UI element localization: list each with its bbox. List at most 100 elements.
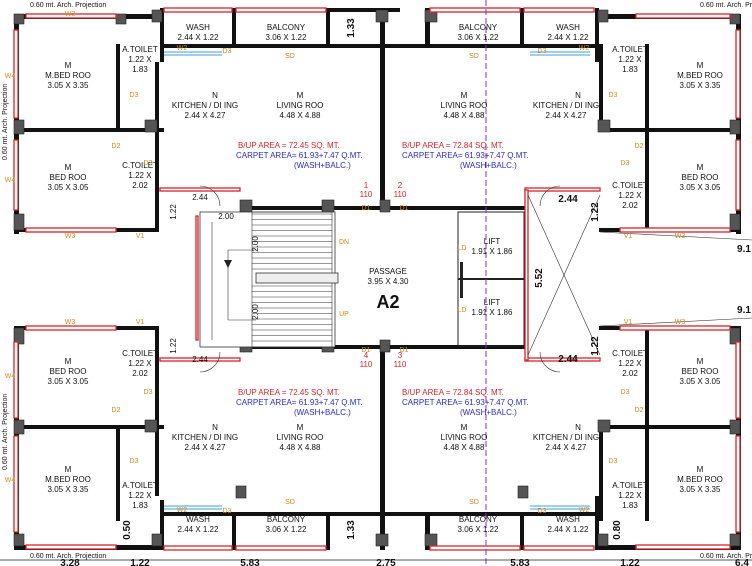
code-w2-b: W2 [579, 45, 590, 52]
room-size1-atoilet-ll: 1.22 X [128, 491, 152, 500]
room-size-bed-lr: 3.05 X 3.05 [680, 377, 721, 386]
code-v1-c: V1 [136, 319, 145, 326]
room-size2-ctoilet-ul: 2.02 [132, 181, 148, 190]
room-size-balcony-ur: 3.06 X 1.22 [458, 33, 499, 42]
code-w4-c: W4 [5, 373, 16, 380]
room-name1-mbed-ul: M [65, 61, 72, 70]
room-size2-ctoilet-lr: 2.02 [622, 369, 638, 378]
room-name2-mbed-ul: M.BED ROO [45, 71, 91, 80]
code-d3-j: D3 [609, 458, 618, 465]
code-d2-b: D2 [635, 143, 644, 150]
area-carpet-ul: CARPET AREA= 61.93+7.47 Q.MT. [236, 151, 363, 160]
code-w4-b: W4 [5, 177, 16, 184]
room-name-wash-lr: WASH [556, 515, 580, 524]
code-v1-a: V1 [136, 233, 145, 240]
dim-050: 0.50 [122, 520, 133, 540]
flat-num-4: 4 [364, 351, 369, 360]
area-bup-ur: B/UP AREA = 72.84 SQ. MT. [402, 141, 504, 150]
room-name2-living-ul: LIVING ROO [277, 101, 324, 110]
room-size-kitchen-ll: 2.44 X 4.27 [185, 443, 226, 452]
room-name2-living-lr: LIVING ROO [441, 433, 488, 442]
staircase [199, 211, 339, 348]
dim-122-upper-left: 1.22 [169, 204, 178, 220]
room-size-wash-ll: 2.44 X 1.22 [178, 525, 219, 534]
code-d3-a: D3 [223, 48, 232, 55]
room-size-living-lr: 4.48 X 4.88 [444, 443, 485, 452]
code-ld-b: LD [458, 307, 467, 314]
code-d2-c: D2 [112, 407, 121, 414]
code-d3-l: D3 [538, 508, 547, 515]
columns-lower [13, 327, 741, 547]
code-d3-i: D3 [130, 458, 139, 465]
room-name2-living-ll: LIVING ROO [277, 433, 324, 442]
code-sd-b: SD [469, 53, 479, 60]
room-size2-atoilet-ul: 1.83 [132, 65, 148, 74]
dim-bottom-3: 5.83 [240, 558, 260, 566]
room-name2-kitchen-lr: KITCHEN / DI ING [533, 433, 599, 442]
room-name-ctoilet-ll: C.TOILET [122, 349, 158, 358]
room-name2-bed-lr: BED ROO [682, 367, 719, 376]
code-w2-d: W2 [579, 507, 590, 514]
room-size-wash-ur: 2.44 X 1.22 [548, 33, 589, 42]
margin-note-left-upper: 0.60 mt. Arch. Projection [2, 84, 9, 160]
room-size1-ctoilet-ur: 1.22 X [618, 191, 642, 200]
room-size-bed-ll: 3.05 X 3.05 [48, 377, 89, 386]
code-w4-d: W4 [5, 477, 16, 484]
code-w4-a: W4 [5, 73, 16, 80]
room-size-wash-lr: 2.44 X 1.22 [548, 525, 589, 534]
room-size2-atoilet-ll: 1.83 [132, 501, 148, 510]
flat-num-3: 3 [398, 351, 403, 360]
margin-note-bottom-right: 0.60 mt. Arch. Projection [700, 553, 752, 560]
room-name1-bed-ul: M [65, 163, 72, 172]
stair-up-label: UP [339, 311, 349, 318]
margin-note-bottom-left: 0.60 mt. Arch. Projection [30, 553, 106, 560]
code-sd-c: SD [285, 499, 295, 506]
room-name-atoilet-lr: A.TOILET [612, 481, 648, 490]
flat-code-4: 110 [360, 360, 373, 369]
code-d1-b: D1 [400, 205, 409, 212]
dim-bottom-4: 2.75 [376, 558, 396, 566]
lift-shafts [457, 194, 752, 356]
room-size-balcony-ll: 3.06 X 1.22 [266, 525, 307, 534]
code-w3-c: W3 [65, 319, 76, 326]
room-name2-bed-ul: BED ROO [50, 173, 87, 182]
room-name1-bed-lr: M [697, 357, 704, 366]
room-size-kitchen-ul: 2.44 X 4.27 [185, 111, 226, 120]
room-name1-kitchen-lr: N [575, 423, 581, 432]
room-size2-ctoilet-ll: 2.02 [132, 369, 148, 378]
area-note-ul: (WASH+BALC.) [294, 161, 351, 170]
code-sd-d: SD [469, 499, 479, 506]
dimensions: 1.33 1.33 2.44 2.44 2.44 2.44 1.22 1.22 … [0, 18, 752, 566]
flat-code-3: 110 [394, 360, 407, 369]
dim-122-lower-right: 1.22 [590, 336, 601, 356]
dim-bottom-5: 5.83 [510, 558, 530, 566]
glass-panels [164, 51, 590, 510]
room-name-atoilet-ur: A.TOILET [612, 45, 648, 54]
room-size1-atoilet-ur: 1.22 X [618, 55, 642, 64]
area-carpet-ll: CARPET AREA= 61.93+7.47 Q.MT. [236, 398, 363, 407]
room-size-balcony-ul: 3.06 X 1.22 [266, 33, 307, 42]
room-size1-ctoilet-ul: 1.22 X [128, 171, 152, 180]
stair-dim-top: 2.00 [218, 212, 234, 221]
opening-codes: W3 W3 W3 W3 W3 W4 W4 W4 W4 W2 W2 W2 W2 D… [5, 11, 686, 515]
room-name1-kitchen-ur: N [575, 91, 581, 100]
room-name-ctoilet-ul: C.TOILET [122, 161, 158, 170]
passage-size: 3.95 X 4.30 [368, 277, 409, 286]
area-bup-lr: B/UP AREA = 72.84 SQ. MT. [402, 388, 504, 397]
room-name1-mbed-ur: M [697, 61, 704, 70]
room-name2-kitchen-ul: KITCHEN / DI ING [172, 101, 238, 110]
flat-num-1: 1 [364, 181, 369, 190]
margin-note-top-right: 0.60 mt. Arch. Projection [700, 2, 752, 9]
room-name-balcony-ul: BALCONY [267, 23, 306, 32]
area-carpet-ur: CARPET AREA= 61.93+7.47 Q.MT. [402, 151, 529, 160]
code-d2-a: D2 [112, 143, 121, 150]
code-d3-b: D3 [538, 48, 547, 55]
dim-244-lower-left: 2.44 [192, 355, 208, 364]
windows [13, 7, 741, 551]
door-swings [199, 185, 561, 373]
columns-upper [13, 9, 741, 231]
room-size1-ctoilet-ll: 1.22 X [128, 359, 152, 368]
room-name-balcony-ll: BALCONY [267, 515, 306, 524]
room-size-living-ll: 4.48 X 4.88 [280, 443, 321, 452]
area-carpet-lr: CARPET AREA= 61.93+7.47 Q.MT. [402, 398, 529, 407]
